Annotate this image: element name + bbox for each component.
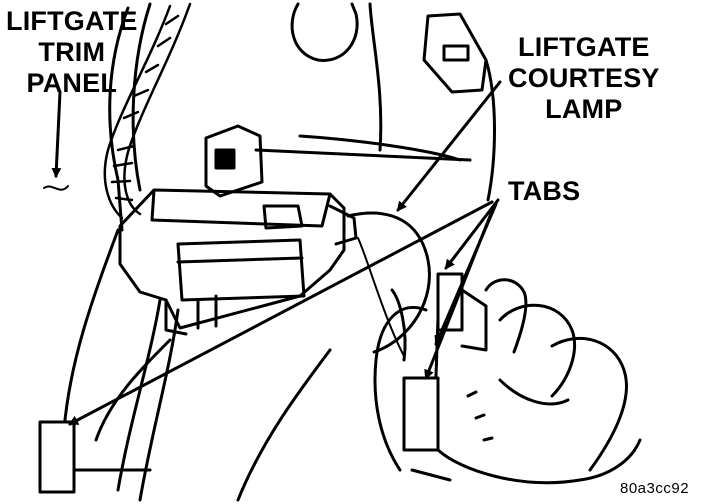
liftgate-trim-panel-label: LIFTGATE TRIM PANEL — [6, 6, 138, 99]
courtesy-lamp-lens — [346, 211, 431, 357]
tabs-label: TABS — [508, 176, 581, 206]
liftgate-courtesy-lamp-label: LIFTGATE COURTESY LAMP — [508, 32, 660, 125]
lamp-housing — [254, 2, 496, 202]
label-line: PANEL — [26, 68, 118, 98]
label-line: LIFTGATE — [518, 32, 650, 62]
lower-trim-edges — [72, 338, 452, 482]
wiring-harness — [103, 2, 192, 220]
leader-arrows — [51, 80, 502, 426]
hand-outline — [373, 278, 642, 485]
label-line: COURTESY — [508, 63, 660, 93]
panel-edge-squiggle — [43, 185, 69, 191]
connector-clip — [204, 124, 264, 198]
figure-id: 80a3cc92 — [620, 480, 690, 497]
lamp-tabs-outline — [38, 272, 488, 494]
electrical-connector — [118, 188, 358, 336]
label-line: LAMP — [545, 94, 623, 124]
label-line: LIFTGATE — [6, 6, 138, 36]
label-line: TRIM — [38, 37, 106, 67]
